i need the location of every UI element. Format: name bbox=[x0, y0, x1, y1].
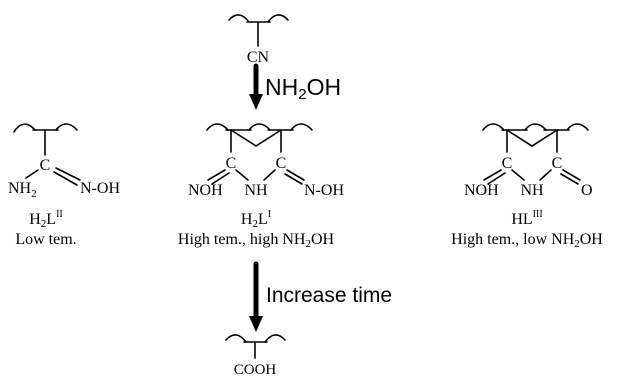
right-carbon-1-label: C bbox=[502, 155, 513, 172]
right-compound-name: HLIII bbox=[511, 209, 543, 229]
reagent-label: NH2OH bbox=[265, 74, 342, 103]
left-amine-label: NH2 bbox=[8, 180, 37, 200]
reaction-arrow-1-head bbox=[249, 94, 263, 110]
reaction-arrow-2-head bbox=[249, 316, 263, 332]
left-condition: Low tem. bbox=[15, 231, 77, 248]
right-ketone-oxygen-label: O bbox=[581, 182, 593, 199]
left-compound-name: H2LII bbox=[29, 209, 63, 230]
center-structure-bonds bbox=[206, 123, 313, 185]
top-fragment-bonds bbox=[228, 14, 289, 47]
center-right-oxime-label: N-OH bbox=[304, 182, 344, 199]
center-carbon-1-label: C bbox=[226, 155, 237, 172]
left-oxime-label: N-OH bbox=[80, 180, 120, 197]
right-carbon-2-label: C bbox=[552, 155, 563, 172]
left-carbon-label: C bbox=[40, 157, 51, 174]
carboxylic-acid-label: COOH bbox=[234, 362, 277, 377]
nitrile-group-label: CN bbox=[247, 49, 270, 66]
center-condition: High tem., high NH2OH bbox=[177, 231, 335, 250]
left-structure-bonds bbox=[13, 123, 81, 186]
right-structure-bonds bbox=[482, 123, 589, 185]
center-compound-name: H2LI bbox=[240, 209, 272, 230]
center-imide-nh-label: NH bbox=[244, 182, 268, 199]
center-left-oxime-label: NOH bbox=[188, 182, 223, 199]
right-imide-nh-label: NH bbox=[520, 182, 544, 199]
center-carbon-2-label: C bbox=[276, 155, 287, 172]
time-condition-label: Increase time bbox=[266, 284, 393, 307]
right-condition: High tem., low NH2OH bbox=[451, 231, 603, 250]
bottom-fragment-bonds bbox=[225, 334, 286, 359]
right-oxime-label: NOH bbox=[464, 182, 499, 199]
